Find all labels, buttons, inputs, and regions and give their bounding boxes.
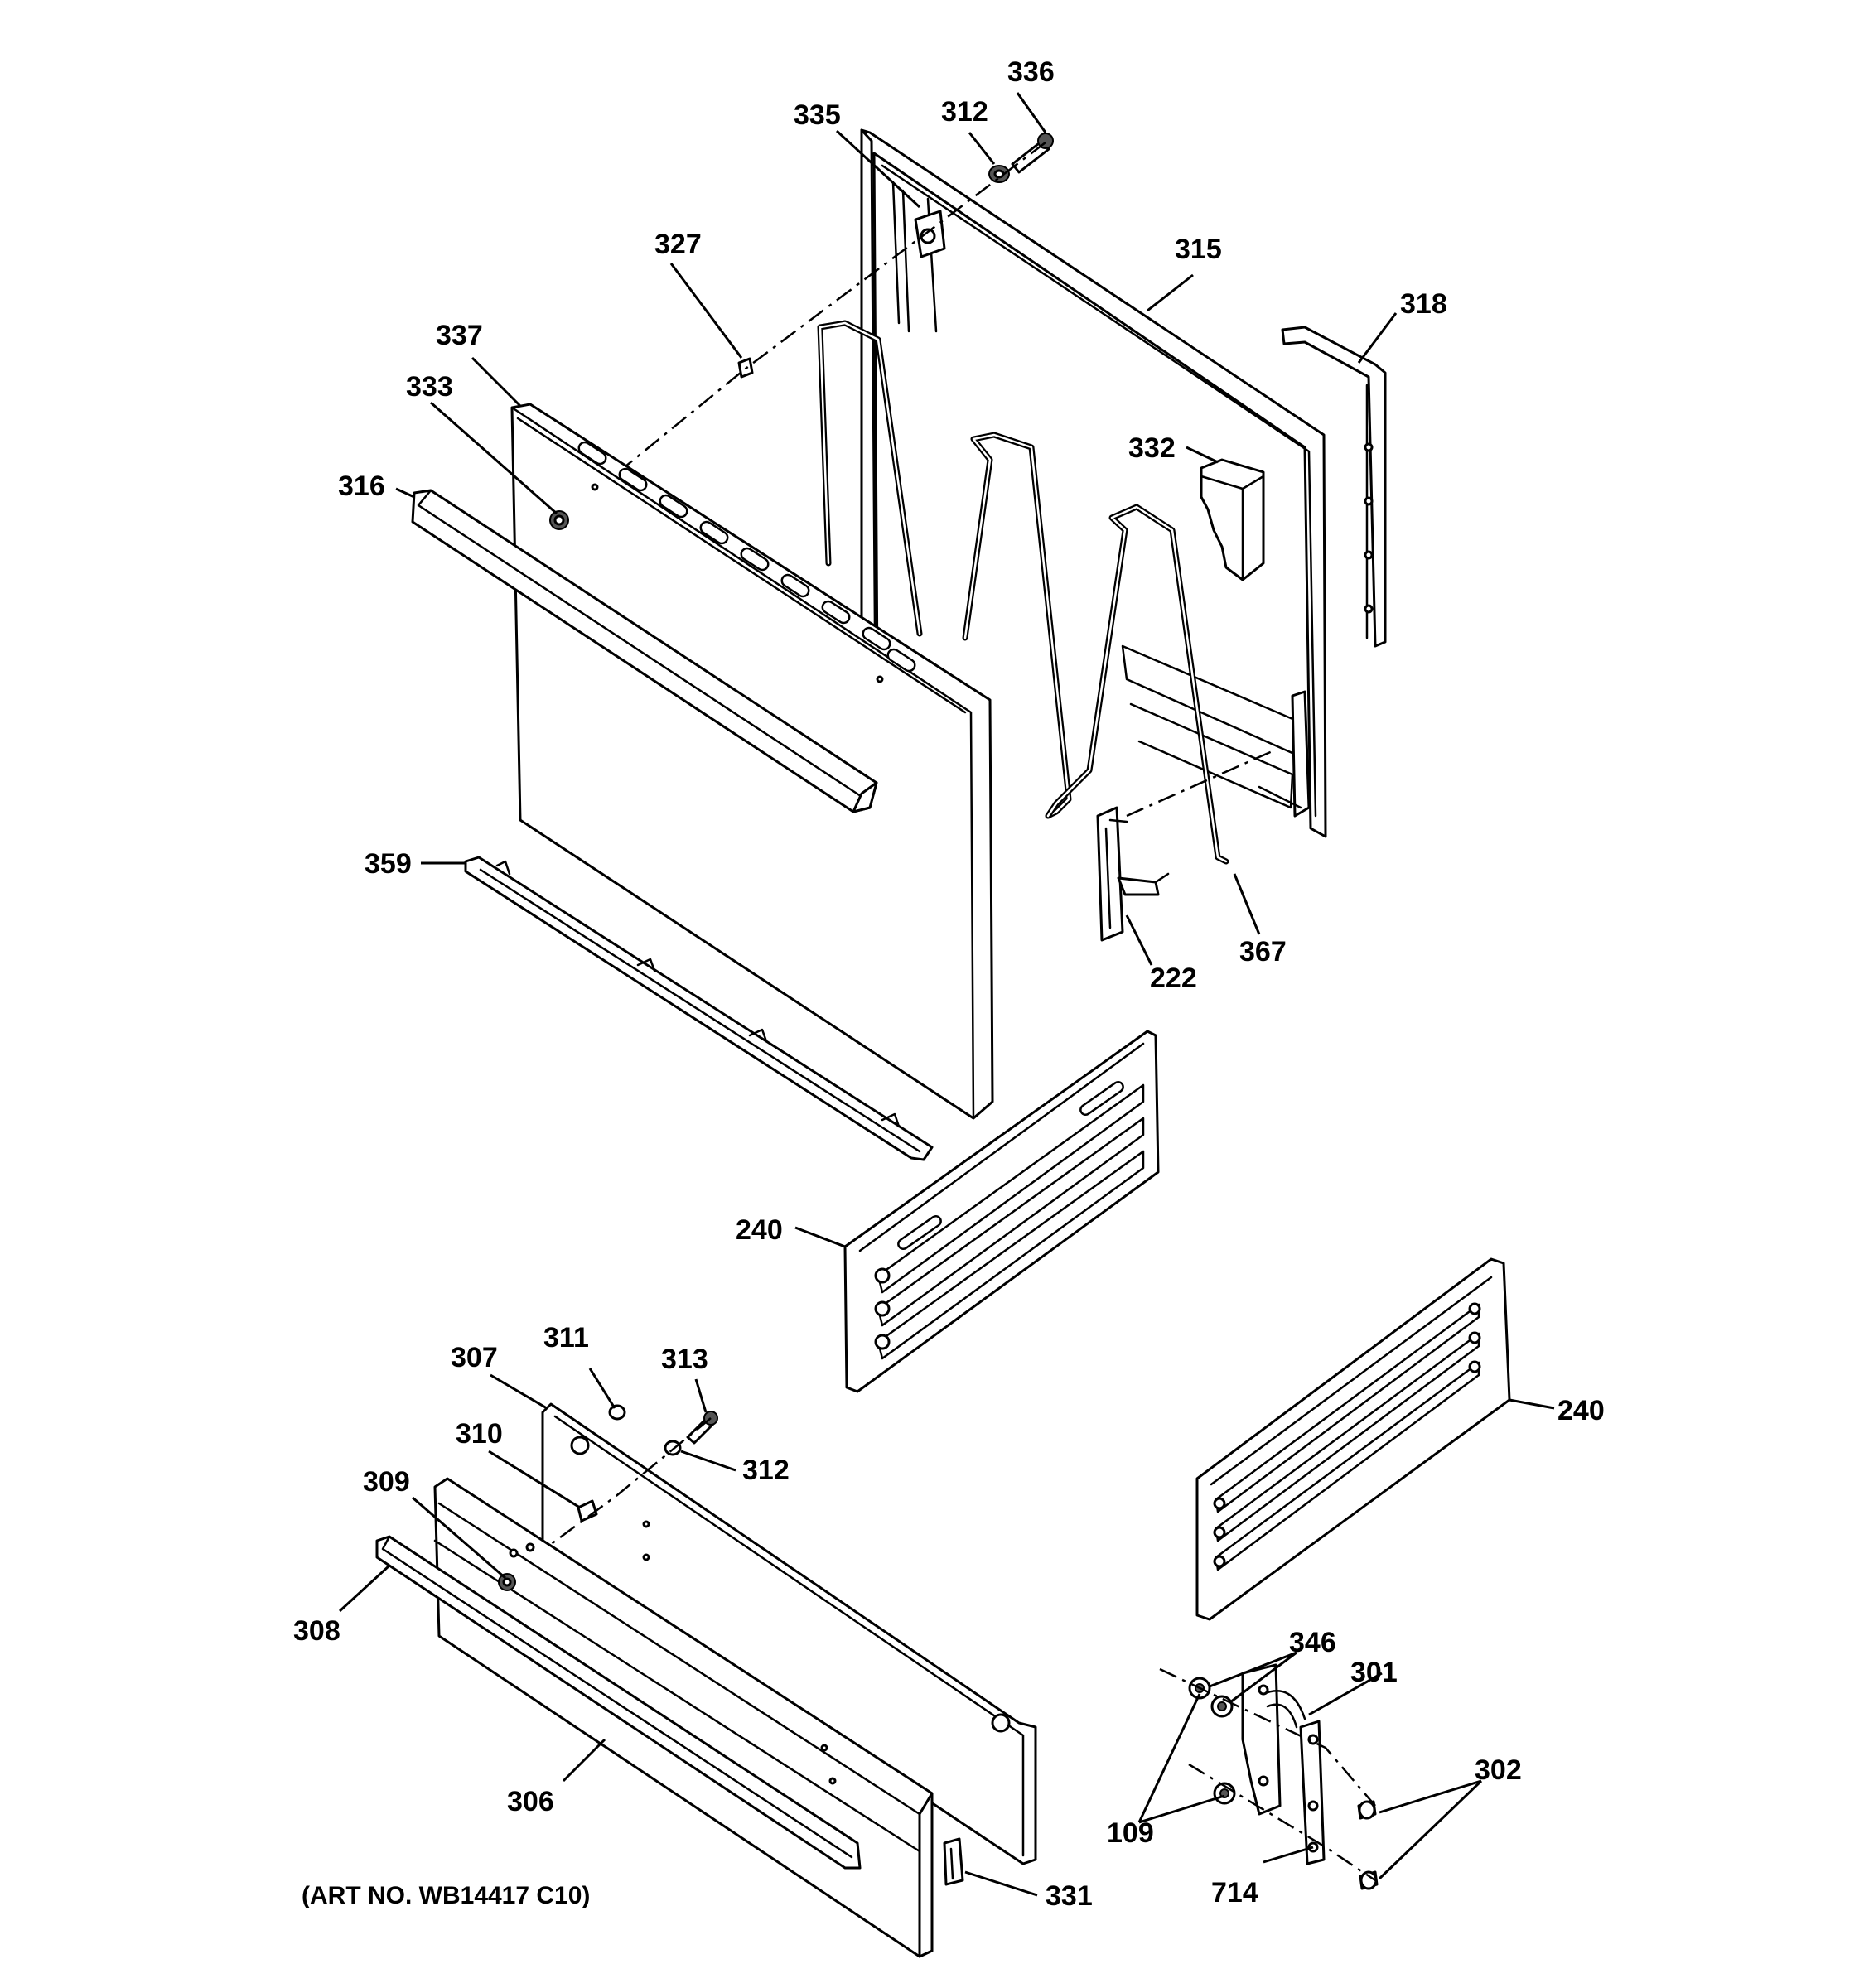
callout-310: 310 [456,1418,503,1450]
callout-333: 333 [406,371,453,403]
part-240-shield-right [1195,1257,1511,1621]
door-vent-slots [577,441,916,683]
leader-lines [338,92,1555,1897]
part-318-gasket [1281,326,1387,648]
hinge-centerline [1126,748,1277,818]
callout-316: 316 [338,470,385,502]
callout-302: 302 [1475,1754,1522,1786]
part-312-washer-bottom [664,1440,682,1456]
hinge-lower-centerline-a [1159,1667,1376,1807]
part-310-clip [577,1499,598,1522]
callout-312-bottom: 312 [742,1455,790,1486]
callout-240-right: 240 [1558,1395,1605,1426]
callout-306: 306 [507,1786,554,1817]
callout-336: 336 [1007,56,1055,88]
callout-308: 308 [293,1615,340,1647]
part-316-handle [411,489,878,813]
callout-313: 313 [661,1344,708,1375]
callout-332: 332 [1128,432,1176,464]
callout-346: 346 [1289,1627,1336,1658]
callout-714: 714 [1211,1877,1258,1908]
callout-311: 311 [543,1322,589,1353]
part-359-bottom-trim [464,856,934,1161]
callout-labels: 336 335 312 327 315 318 337 333 332 316 … [293,56,1605,1912]
part-336-screw-top [1011,133,1054,174]
art-number-caption: (ART NO. WB14417 C10) [302,1882,590,1909]
callout-301: 301 [1350,1657,1398,1688]
callout-367: 367 [1239,936,1287,967]
callout-109: 109 [1107,1817,1154,1849]
part-337-outer-door [510,403,994,1120]
callout-315: 315 [1175,234,1222,265]
part-714-hinge-plate [1299,1720,1326,1865]
callout-307: 307 [451,1342,498,1373]
part-309-nut [498,1573,516,1591]
callout-312-top: 312 [941,96,988,128]
part-307-drawer-panel [541,1402,1037,1865]
callout-318: 318 [1400,288,1447,320]
part-333-nut [549,510,569,530]
hinge-lower-centerline-b [1188,1763,1376,1882]
assembly-centerline-top [567,142,1046,514]
part-240-shield-center [843,1030,1160,1393]
part-308-drawer-handle [375,1535,862,1870]
part-346-washers [1188,1677,1234,1718]
part-312-washer-top [988,165,1010,183]
callout-222: 222 [1150,963,1197,994]
callout-337: 337 [436,320,483,351]
callout-309: 309 [363,1466,410,1498]
part-222-hinge [1096,806,1170,942]
part-331-glide [943,1837,964,1886]
callout-331: 331 [1046,1880,1093,1912]
callout-359: 359 [365,848,412,880]
part-313-screw [686,1411,718,1445]
callout-240-center: 240 [736,1214,783,1246]
part-332-insulation [1200,458,1265,581]
part-301-hinge-arm [1241,1663,1306,1816]
callout-335: 335 [794,99,841,131]
part-302-screws [1357,1800,1379,1890]
callout-327: 327 [654,229,702,260]
part-335-bracket [914,210,946,258]
part-311-nut [608,1404,626,1421]
part-367-wire-supports [817,320,1229,865]
